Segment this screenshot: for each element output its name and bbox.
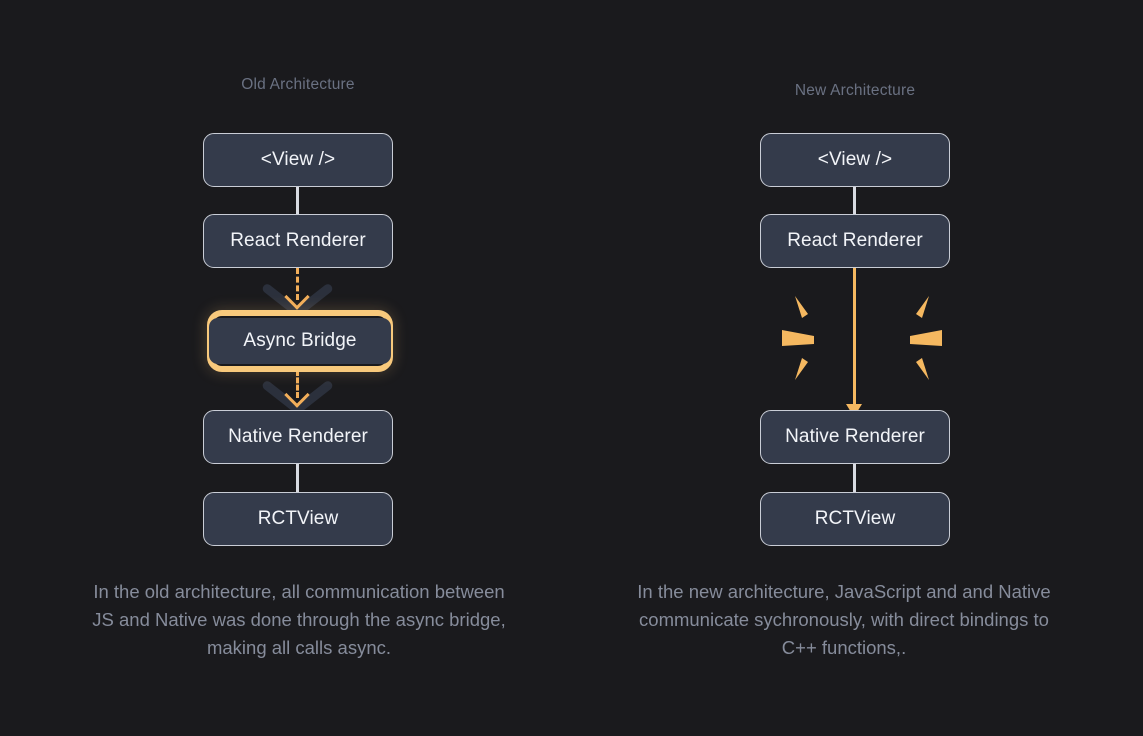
node-new-react-renderer[interactable]: React Renderer <box>760 214 950 268</box>
connector-new-view-to-react-renderer <box>853 185 856 215</box>
node-old-view[interactable]: <View /> <box>203 133 393 187</box>
node-new-view[interactable]: <View /> <box>760 133 950 187</box>
node-old-rctview[interactable]: RCTView <box>203 492 393 546</box>
burst-rays-left <box>782 296 814 380</box>
node-old-async-bridge[interactable]: Async Bridge <box>209 318 391 364</box>
node-new-rctview[interactable]: RCTView <box>760 492 950 546</box>
connector-old-react-renderer-to-async-bridge <box>296 268 299 300</box>
node-old-native-renderer[interactable]: Native Renderer <box>203 410 393 464</box>
caption-new-architecture: In the new architecture, JavaScript and … <box>637 581 1051 658</box>
node-old-react-renderer[interactable]: React Renderer <box>203 214 393 268</box>
connector-new-native-renderer-to-rctview <box>853 462 856 493</box>
connector-old-async-bridge-to-native-renderer <box>296 370 299 398</box>
node-new-native-renderer[interactable]: Native Renderer <box>760 410 950 464</box>
caption-old-architecture: In the old architecture, all communicati… <box>92 581 506 658</box>
connector-new-react-renderer-to-native-renderer <box>853 268 856 408</box>
column-title-new-architecture: New Architecture <box>794 82 916 99</box>
connector-old-view-to-react-renderer <box>296 185 299 215</box>
connector-old-native-renderer-to-rctview <box>296 462 299 493</box>
column-title-old-architecture: Old Architecture <box>241 76 355 93</box>
burst-rays-right <box>910 296 942 380</box>
